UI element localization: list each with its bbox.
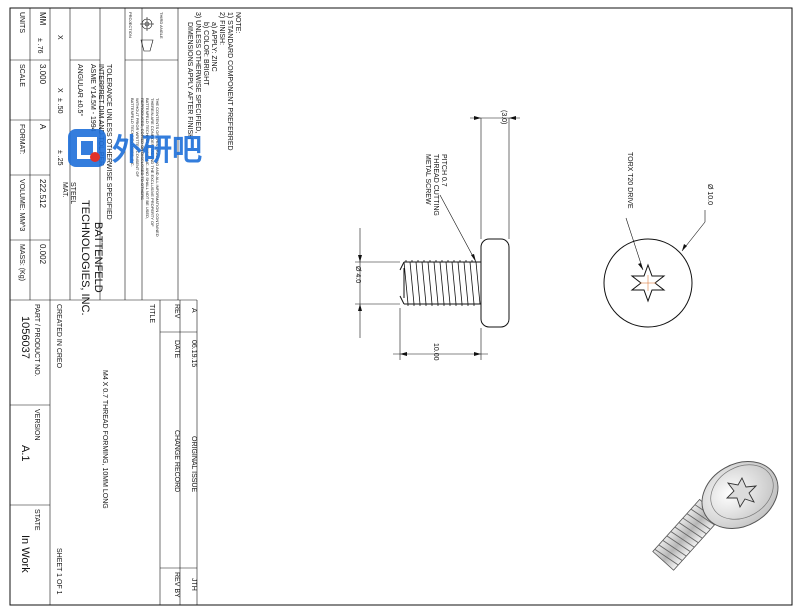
created-in-label: CREATED IN CREO: [55, 304, 62, 369]
format-label: FORMAT:: [18, 124, 25, 154]
units-label: UNITS: [18, 12, 25, 33]
torx-label: TORX T20 DRIVE: [626, 152, 633, 209]
note-item: b) COLOR: BRIGHT: [202, 22, 209, 86]
note-item: DIMENSIONS APPLY AFTER FINISH: [186, 22, 193, 139]
company-name-1: BATTENFELD: [92, 222, 104, 293]
version-label: VERSION: [33, 409, 40, 441]
projection-label: THIRD ANGLE: [159, 12, 164, 39]
dim-dia-10: Ø 10.0: [706, 184, 713, 205]
torx-drive-icon: [630, 263, 666, 303]
note-item: 3) UNLESS OTHERWISE SPECIFIED,: [194, 12, 201, 133]
mass-value: 0.002: [38, 244, 47, 265]
dim-len-10: 10.00: [432, 343, 439, 361]
tol-line-1: TOLERANCE UNLESS OTHERWISE SPECIFIED: [105, 64, 112, 220]
confidential-block: BATTENFELD TECHNOLOGIES, INC.: [130, 98, 135, 167]
thread-pattern: [403, 260, 481, 306]
company-name-2: TECHNOLOGIES, INC.: [79, 200, 91, 316]
note-item: 1) STANDARD COMPONENT PREFERRED: [226, 12, 233, 151]
dim-3: (3.0): [500, 110, 507, 124]
screw-head-front-view: [603, 238, 693, 328]
confidential-line: THE CONTENTS OF THIS DRAWING AND ALL INF…: [155, 98, 160, 237]
tol-line-2: INTERPRET DIM AND TOL PER: [97, 64, 104, 166]
screw-side-view: [399, 238, 510, 328]
mass-label: MASS: (Kg): [18, 244, 25, 281]
rev-desc: ORIGINAL ISSUE: [190, 436, 197, 492]
tol-x1-value: ± .76: [36, 38, 43, 54]
notes-heading: NOTE:: [234, 12, 241, 33]
material-label: MAT.: [61, 182, 68, 197]
dim-length: [393, 308, 488, 360]
scale-value: 3.000: [38, 64, 47, 85]
rev-by-header: REV BY: [173, 572, 180, 598]
pitch-leader: [439, 194, 477, 263]
tol-x1-label: X: [56, 35, 63, 40]
part-label: PART / PRODUCT NO.: [33, 304, 40, 377]
head-dia-leader: [681, 210, 706, 252]
tol-x2-value: ± .50: [56, 98, 63, 114]
date-header: DATE: [173, 340, 180, 358]
units-value: MM: [38, 12, 47, 26]
dim-dia-4: Ø 4.0: [354, 266, 361, 283]
format-value: A: [38, 124, 47, 130]
confidential-line: BATTENFELD TECHNOLOGIES, INC. AND SHALL …: [145, 98, 150, 219]
rev-by: JTH: [190, 578, 197, 591]
dim-shank-diameter: [355, 228, 400, 338]
scale-label: SCALE: [18, 64, 25, 87]
volume-value: 222.512: [38, 179, 47, 208]
tol-x3-value: ± .25: [56, 150, 63, 166]
change-record-header: CHANGE RECORD: [173, 430, 180, 492]
watermark-text: 外研吧: [112, 133, 202, 168]
material-value: STEEL: [69, 182, 76, 204]
projection-title: PROJECTION: [128, 12, 133, 38]
tol-x2-label: X: [56, 88, 63, 93]
confidential-line: THEREIN ARE CONFIDENTIAL AND THE EXCLUSI…: [150, 98, 155, 227]
title-value: M4 X 0.7 THREAD FORMING, 10MM LONG: [101, 370, 108, 509]
volume-label: VOLUME: MM^3: [18, 179, 25, 231]
tol-line-3: ASME Y14.5M - 1994: [89, 64, 96, 132]
confidential-line: WITHOUT PRIOR WRITTEN CONSENT OF: [135, 98, 140, 178]
confidential-line: REPRODUCED, COPIED OR DISCLOSED TO OTHER…: [140, 98, 145, 200]
watermark-logo-icon: [68, 129, 106, 167]
confidential-line: BATTENFELD TECHNOLOGIES, INC.: [130, 98, 135, 167]
third-angle-projection-icon: [140, 17, 154, 52]
screw-isometric-view: [652, 461, 779, 571]
dim-head-thickness: [470, 116, 520, 239]
note-item: 2) FINISH:: [218, 12, 225, 45]
watermark-logo: 外研吧: [66, 125, 216, 171]
title-label: TITLE: [148, 304, 155, 323]
rev-value: A: [190, 308, 197, 313]
part-number: 1056037: [19, 316, 31, 359]
torx-leader: [625, 217, 644, 271]
pitch-line-1: PITCH 0.7: [440, 154, 447, 187]
state-value: In Work: [19, 535, 31, 573]
note-item: a) APPLY: ZINC: [210, 22, 217, 72]
state-label: STATE: [33, 509, 40, 531]
rev-date: 06.19.15: [190, 340, 197, 367]
iso-torx-icon: [725, 477, 758, 509]
pitch-line-2: THREAD CUTTING: [432, 154, 439, 216]
tol-line-4: ANGULAR ±0.5°: [76, 64, 84, 116]
rev-header: REV: [173, 304, 180, 319]
pitch-line-3: METAL SCREW: [424, 154, 431, 205]
sheet-count: SHEET 1 OF 1: [55, 548, 62, 595]
version-value: A.1: [19, 445, 31, 462]
sheet-border: [9, 7, 793, 606]
